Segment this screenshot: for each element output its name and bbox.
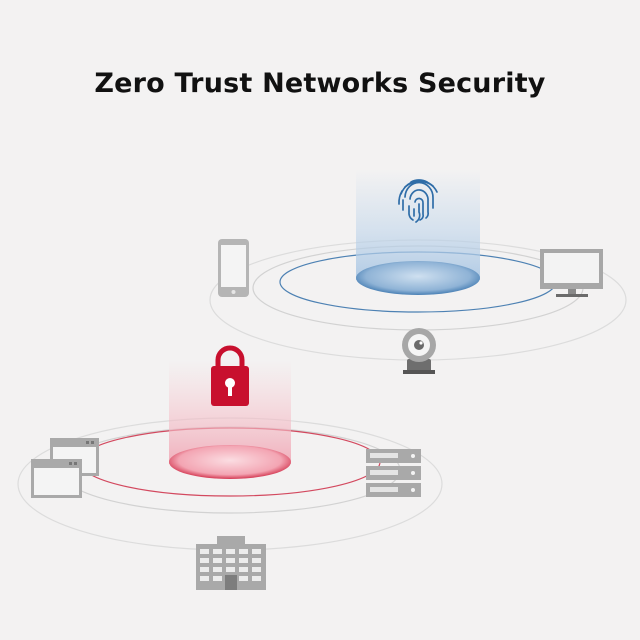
diagram-title: Zero Trust Networks Security [94,68,546,99]
datacenter-building-icon [196,536,266,590]
data-cluster [17,345,443,590]
server-rack-icon [366,449,421,497]
webcam-icon [402,328,436,374]
browser-windows-icon [31,438,99,498]
fingerprint-icon [398,179,438,223]
monitor-icon [540,249,603,297]
padlock-icon [211,345,249,406]
identity-disc [356,261,480,295]
smartphone-icon [218,239,249,297]
data-disc [169,445,291,479]
identity-cluster [209,170,627,374]
